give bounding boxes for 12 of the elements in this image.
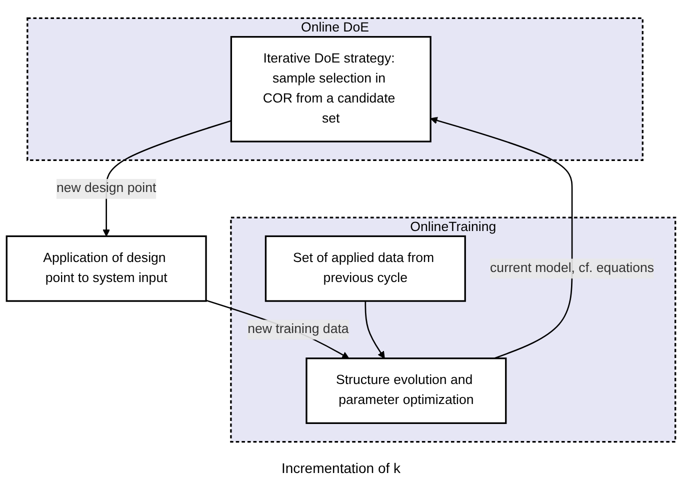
edge-label: new training data — [248, 322, 349, 336]
note-text: Incrementation of k — [281, 460, 401, 476]
node-box: Iterative DoE strategy: sample selection in COR from a candidate set — [230, 36, 432, 142]
node-box: Set of applied data from previous cycle — [264, 235, 466, 302]
node-box: Structure evolution and parameter optimization — [306, 358, 507, 424]
arrow — [364, 301, 385, 359]
arrow — [430, 116, 573, 359]
arrow — [102, 120, 232, 237]
edge-label: new design point — [56, 181, 156, 196]
node-box: Application of design point to system input — [6, 235, 207, 302]
arrow — [206, 300, 350, 359]
edge-label: current model, cf. equations — [490, 261, 654, 276]
